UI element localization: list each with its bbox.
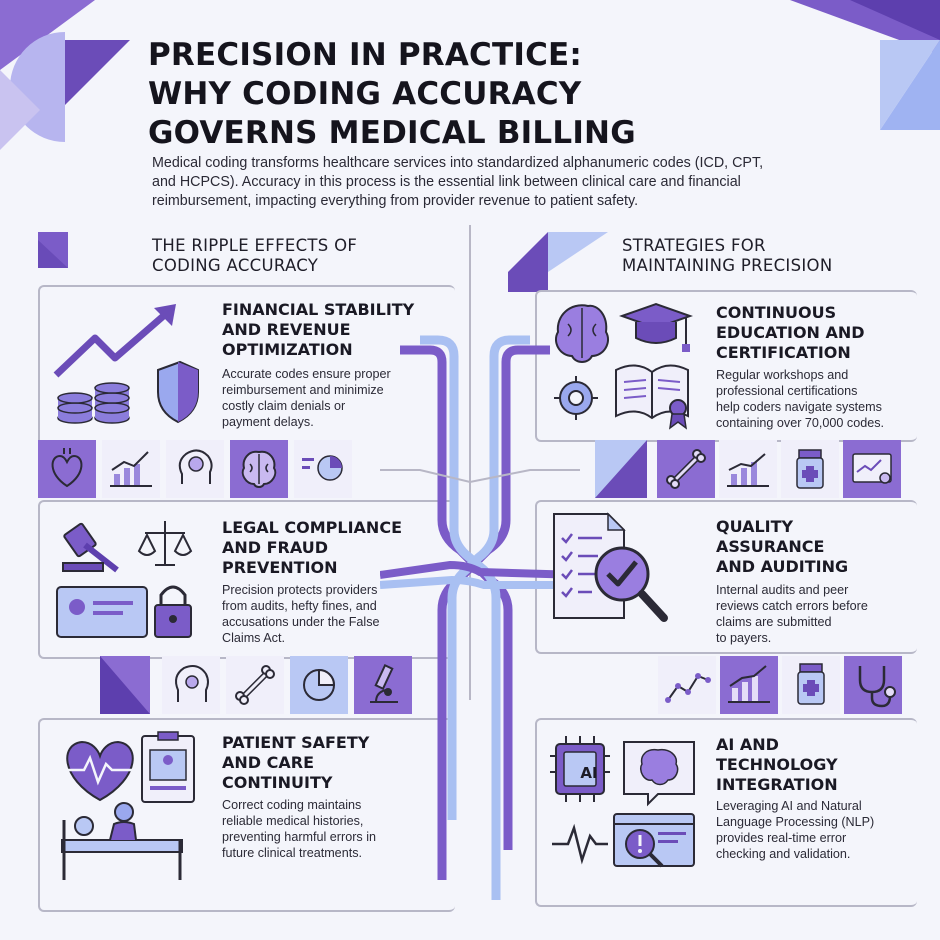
left-section-heading: THE RIPPLE EFFECTS OF CODING ACCURACY xyxy=(152,236,358,275)
certificate-monitor-icon xyxy=(852,453,892,484)
strip-tile xyxy=(782,656,840,714)
bar-chart-icon xyxy=(110,451,152,487)
strip-tile xyxy=(657,440,715,498)
central-connector-lines xyxy=(380,225,580,900)
left-card-1-body: Accurate codes ensure proper reimburseme… xyxy=(222,367,391,429)
left-card-1-title: FINANCIAL STABILITY AND REVENUE OPTIMIZA… xyxy=(222,300,415,359)
analytics-icon xyxy=(302,455,343,481)
strip-tile xyxy=(354,656,412,714)
brain-head-icon xyxy=(178,449,213,484)
strip-tile xyxy=(720,656,778,714)
microscope-icon xyxy=(370,664,398,703)
education-icon xyxy=(554,302,694,430)
corner-accent-icon xyxy=(595,440,647,498)
quality-audit-icon xyxy=(553,512,668,622)
strip-tile xyxy=(38,440,96,498)
ai-technology-icon xyxy=(550,736,695,868)
left-card-2-body: Precision protects providers from audits… xyxy=(222,583,380,645)
corner-decoration-top-right xyxy=(790,0,940,130)
page-title: PRECISION IN PRACTICE: WHY CODING ACCURA… xyxy=(148,36,748,153)
title-line-2: WHY CODING ACCURACY xyxy=(148,76,582,112)
bone-icon xyxy=(235,665,275,705)
legal-compliance-icon xyxy=(56,521,193,638)
right-card-1-title: CONTINUOUS EDUCATION AND CERTIFICATION xyxy=(716,303,865,362)
title-line-1: PRECISION IN PRACTICE: xyxy=(148,37,583,73)
growth-chart-icon xyxy=(727,453,769,487)
strip-tile xyxy=(166,440,224,498)
strip-tile xyxy=(294,440,352,498)
right-card-2-body: Internal audits and peer reviews catch e… xyxy=(716,583,868,645)
pie-chart-icon xyxy=(303,668,336,701)
right-card-3-title: AI AND TECHNOLOGY INTEGRATION xyxy=(716,735,838,794)
brain-icon xyxy=(241,450,277,488)
strip-tile xyxy=(226,656,284,714)
bone-icon xyxy=(666,449,706,489)
strip-tile xyxy=(843,440,901,498)
right-icon-strip-1 xyxy=(595,440,905,498)
strip-tile xyxy=(595,440,647,498)
intro-paragraph: Medical coding transforms healthcare ser… xyxy=(152,154,812,211)
strip-tile xyxy=(844,656,902,714)
left-card-2-title: LEGAL COMPLIANCE AND FRAUD PREVENTION xyxy=(222,518,402,577)
left-card-frame-3 xyxy=(38,718,455,912)
stethoscope-icon xyxy=(858,666,896,708)
heart-organ-icon xyxy=(51,448,83,488)
corner-accent-icon xyxy=(100,656,150,714)
left-icon-strip-1 xyxy=(38,440,398,498)
strip-tile xyxy=(230,440,288,498)
left-card-3-title: PATIENT SAFETY AND CARE CONTINUITY xyxy=(222,733,370,792)
left-card-frame-1 xyxy=(38,285,455,447)
medicine-bottle-icon xyxy=(796,449,824,489)
right-card-2-title: QUALITY ASSURANCE AND AUDITING xyxy=(716,517,849,576)
medicine-bottle-icon xyxy=(797,663,825,705)
strip-tile xyxy=(100,656,150,714)
patient-safety-icon xyxy=(61,731,195,880)
strip-tile xyxy=(781,440,839,498)
intro-line-2: and HCPCS). Accuracy in this process is … xyxy=(152,174,741,190)
strip-tile xyxy=(162,656,220,714)
right-section-heading: STRATEGIES FOR MAINTAINING PRECISION xyxy=(622,236,833,275)
trend-chart-icon xyxy=(728,665,770,703)
financial-growth-icon xyxy=(53,304,199,424)
ai-chip-label: AI xyxy=(580,764,598,782)
strip-tile xyxy=(290,656,348,714)
intro-line-1: Medical coding transforms healthcare ser… xyxy=(152,155,764,171)
title-line-3: GOVERNS MEDICAL BILLING xyxy=(148,115,636,151)
head-profile-icon xyxy=(175,665,209,702)
right-card-frame-3 xyxy=(535,718,917,907)
right-card-3-body: Leveraging AI and Natural Language Proce… xyxy=(716,799,875,861)
strip-tile xyxy=(719,440,777,498)
right-header-decoration xyxy=(508,232,608,292)
strip-tile xyxy=(102,440,160,498)
right-card-1-body: Regular workshops and professional certi… xyxy=(716,368,885,430)
right-icon-strip-2 xyxy=(658,656,908,714)
corner-decoration-top-left xyxy=(0,0,130,150)
left-icon-strip-2 xyxy=(100,656,412,714)
left-card-3-body: Correct coding maintains reliable medica… xyxy=(222,798,376,860)
scatter-graph-icon xyxy=(665,673,711,703)
strip-tile xyxy=(658,656,716,714)
left-header-decoration xyxy=(38,232,68,268)
intro-line-3: reimbursement, impacting everything from… xyxy=(152,193,639,209)
